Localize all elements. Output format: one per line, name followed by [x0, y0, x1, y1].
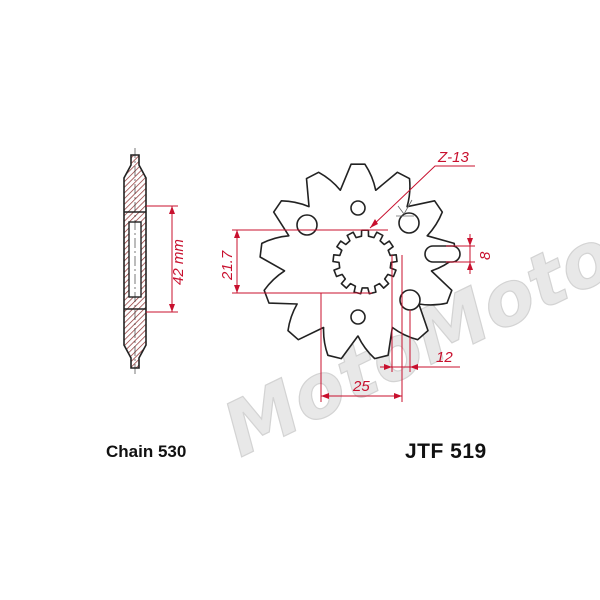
z13-arrow [370, 219, 378, 228]
part-number-label: JTF 519 [405, 440, 487, 463]
dim-42-arrow-bottom [169, 304, 175, 312]
dim-12-arrow-left [384, 364, 392, 370]
front-dimensions [232, 165, 475, 402]
chain-size-label: Chain 530 [106, 442, 187, 461]
front-view [259, 163, 461, 360]
dim-8-arrow-bottom [467, 262, 473, 270]
dim-12-arrow-right [410, 364, 418, 370]
dim-25-label: 25 [352, 378, 370, 395]
z13-leader [369, 165, 475, 229]
front-dimension-arrows [234, 219, 473, 399]
dim-25-arrow-right [394, 393, 402, 399]
relief-hole-bottom-right [399, 289, 421, 311]
spline-bore [332, 229, 398, 295]
dim-42-label: 42 mm [170, 239, 187, 285]
dim-42-arrow-top [169, 206, 175, 214]
bolt-hole-bottom [350, 309, 366, 325]
relief-hole-left [296, 214, 318, 236]
relief-hole-top-right [398, 212, 420, 234]
dim-8-arrow-top [467, 238, 473, 246]
slot-hole [424, 245, 461, 263]
dim-21-7-arrow-bottom [234, 285, 240, 293]
z13-label: Z-13 [437, 149, 470, 166]
bolt-hole-top [350, 200, 366, 216]
dim-21-7-arrow-top [234, 230, 240, 238]
dim-12-label: 12 [436, 349, 453, 366]
tick-mark-icon [396, 199, 414, 217]
dim-21-7-label: 21.7 [219, 250, 236, 281]
dim-25-arrow-left [321, 393, 329, 399]
dim-8-label: 8 [477, 251, 494, 260]
side-view: 42 mm [123, 148, 187, 375]
